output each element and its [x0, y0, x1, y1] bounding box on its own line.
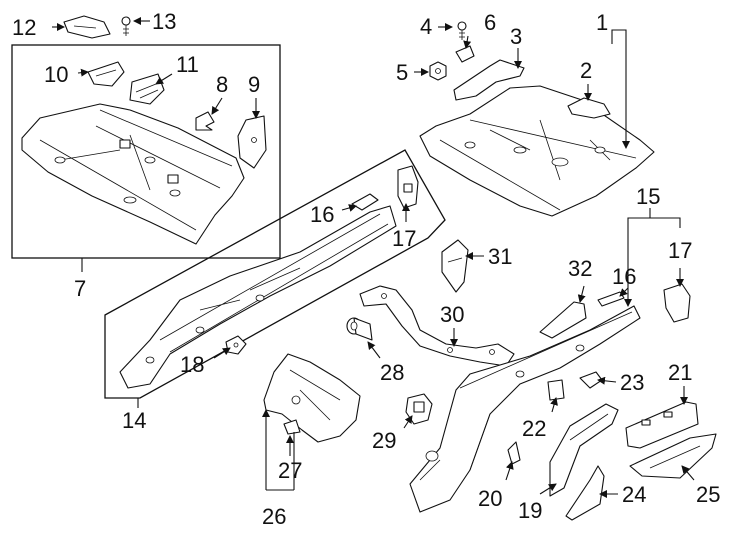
part-11-bracket: [129, 73, 165, 105]
part-18-clip: [225, 335, 247, 355]
part-32-bracket: [539, 301, 587, 339]
callout-21: 21: [668, 360, 692, 385]
part-25-panel: [629, 433, 717, 479]
part-17-bracket-b: [663, 283, 691, 323]
part-26-wheelhouse: [263, 353, 361, 443]
part-10-bracket: [87, 61, 125, 87]
callout-20: 20: [478, 486, 502, 511]
callout-9: 9: [248, 72, 260, 97]
leader-lines: [52, 17, 695, 498]
part-28-bushing: [346, 317, 373, 341]
part-16-bracket-b: [597, 291, 625, 307]
callout-25: 25: [696, 482, 720, 507]
callout-7: 7: [74, 276, 86, 301]
part-4-bolt: [457, 21, 467, 40]
callout-17-right: 17: [668, 238, 692, 263]
callout-11: 11: [176, 52, 199, 77]
callout-23: 23: [620, 370, 644, 395]
group-box-floor: [11, 44, 281, 259]
part-15-rear-rail: [409, 305, 641, 513]
part-30-crossmember: [359, 285, 515, 367]
callout-14: 14: [122, 408, 146, 433]
callout-1: 1: [596, 10, 608, 35]
callout-18: 18: [180, 352, 204, 377]
callout-22: 22: [522, 416, 546, 441]
part-19-extension: [549, 403, 619, 497]
callout-6: 6: [484, 10, 496, 35]
callout-19: 19: [518, 498, 542, 523]
callout-27: 27: [278, 458, 302, 483]
callout-28: 28: [380, 360, 404, 385]
group-box-rail: [104, 149, 446, 399]
callout-17-left: 17: [392, 226, 416, 251]
part-12-plate: [63, 15, 111, 39]
part-14-side-rail: [119, 205, 397, 389]
callout-12: 12: [12, 15, 36, 40]
part-13-bolt: [121, 16, 131, 36]
part-9-bracket: [237, 115, 267, 169]
part-5-nut: [429, 61, 447, 81]
callout-5: 5: [396, 60, 408, 85]
part-27-clip: [283, 419, 301, 435]
part-3-brace: [453, 59, 525, 101]
part-31-bracket: [441, 239, 469, 293]
callout-8: 8: [216, 72, 228, 97]
callout-30: 30: [440, 302, 464, 327]
callout-31: 31: [488, 244, 512, 269]
callout-2: 2: [580, 58, 592, 83]
callout-labels: 12 13 10 11 8 9 7 4 6 3 1 2 5 16 17 18 1…: [12, 9, 720, 529]
part-22-bracket: [547, 379, 565, 401]
callout-16-right: 16: [612, 264, 636, 289]
callout-16-left: 16: [310, 202, 334, 227]
part-20-bracket: [507, 441, 521, 465]
callout-3: 3: [510, 24, 522, 49]
part-24-gusset: [565, 465, 605, 521]
rear-floor-pan: [21, 103, 245, 245]
callout-26: 26: [262, 504, 286, 529]
callout-10: 10: [44, 62, 68, 87]
callout-29: 29: [372, 428, 396, 453]
callout-15: 15: [636, 184, 660, 209]
part-1-floor-pan: [419, 85, 655, 217]
callout-24: 24: [622, 482, 646, 507]
part-16-bracket-a: [351, 193, 379, 211]
part-8-clip: [195, 111, 215, 131]
callout-13: 13: [152, 9, 176, 34]
callout-32: 32: [568, 256, 592, 281]
part-17-bracket-a: [397, 165, 419, 209]
part-6-clip: [455, 45, 475, 63]
callout-4: 4: [420, 14, 432, 39]
